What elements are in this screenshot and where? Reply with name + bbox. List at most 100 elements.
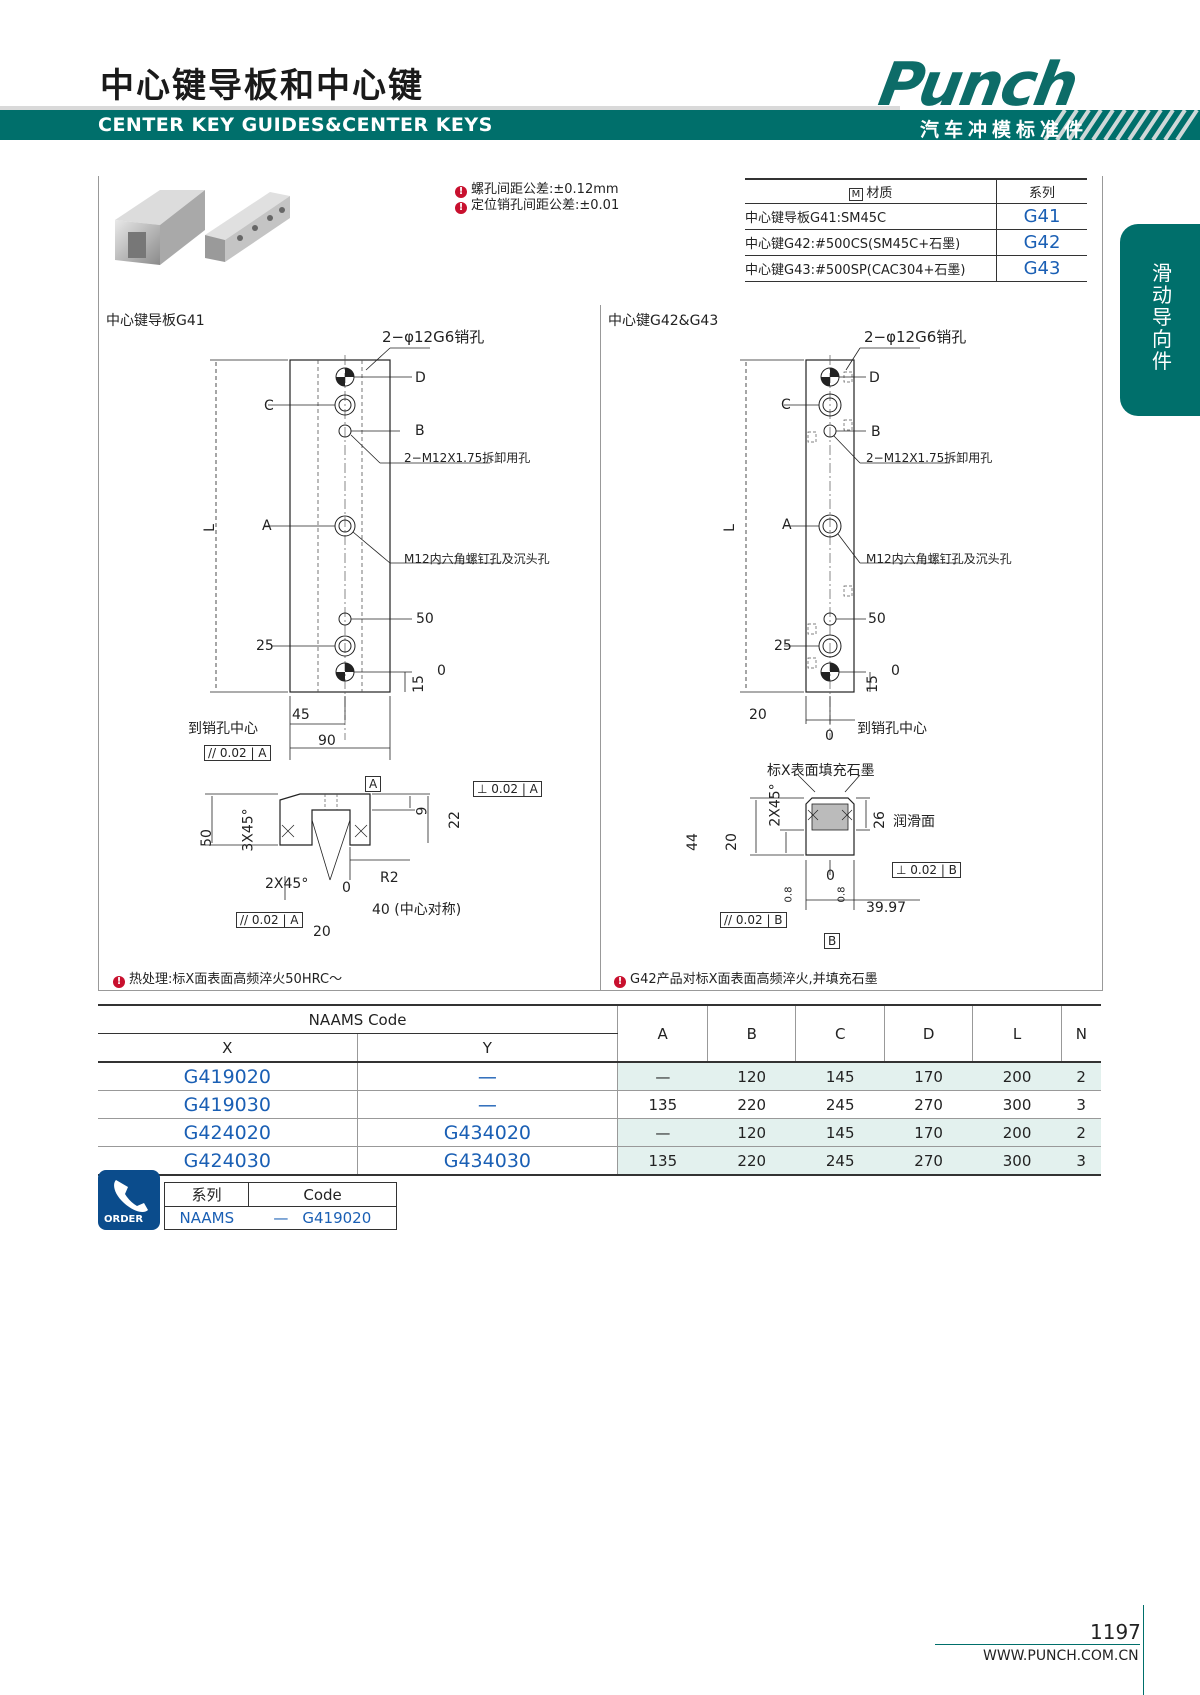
right-dim-20: 20 (749, 707, 767, 723)
dim-0-center: 0 (342, 880, 351, 896)
dim-15: 15 (410, 675, 427, 693)
right-perp-tolerance: ⊥ 0.02 | B (892, 862, 961, 878)
dim-letter-a: A (262, 518, 272, 534)
naams-code-table: NAAMS Code A B C D L N X Y G419020 — — 1… (98, 1004, 1101, 1176)
left-tap-hole-label: 2−M12X1.75拆卸用孔 (404, 451, 531, 465)
dim-letter-c: C (264, 398, 274, 414)
roughness-right: 0.8 (836, 886, 848, 903)
footer-url[interactable]: WWW.PUNCH.COM.CN (983, 1648, 1139, 1664)
series-header: 系列 (996, 178, 1087, 204)
right-dim-letter-a: A (782, 517, 792, 533)
dim-50: 50 (416, 611, 434, 627)
right-dim-0-center: 0 (826, 868, 835, 884)
left-parallel-tolerance: // 0.02 | A (204, 745, 271, 761)
left-perp-tolerance: ⊥ 0.02 | A (473, 781, 542, 797)
dim-90: 90 (318, 733, 336, 749)
right-to-pin-center: 到销孔中心 (857, 721, 927, 737)
page-number: 1197 (1090, 1620, 1141, 1644)
col-x: X (98, 1033, 358, 1062)
page-subtitle: CENTER KEY GUIDES&CENTER KEYS (98, 114, 493, 136)
right-dim-15: 15 (864, 675, 881, 693)
col-l: L (972, 1005, 1062, 1062)
order-phone-icon[interactable] (98, 1170, 160, 1230)
col-d: D (884, 1005, 974, 1062)
left-heat-treatment-note: !热处理:标X面表面高频淬火50HRC～ (113, 968, 342, 988)
product-photo (115, 190, 290, 265)
right-graphite-note: !G42产品对标X面表面高频淬火,并填充石墨 (614, 968, 878, 988)
left-drawing-label: 中心键导板G41 (106, 313, 205, 329)
warning-icon: ! (113, 976, 125, 988)
dim-45: 45 (292, 707, 310, 723)
header-band-light (0, 106, 900, 110)
left-bolt-hole-label: M12内六角螺钉孔及沉头孔 (404, 552, 550, 566)
dim-chamfer-2x45: 2X45° (265, 876, 309, 892)
lubrication-surface-label: 润滑面 (893, 814, 935, 830)
right-dim-50: 50 (868, 611, 886, 627)
footer-line (935, 1644, 1140, 1645)
roughness-left: 0.8 (783, 886, 795, 903)
left-parallel-tolerance-2: // 0.02 | A (236, 912, 303, 928)
right-dim-chamfer: 2X45° (767, 783, 784, 827)
order-col-series: 系列 (163, 1182, 250, 1207)
right-dim-44: 44 (684, 833, 701, 851)
table-row: G419020 — — 120 145 170 200 2 (98, 1062, 1101, 1091)
col-c: C (795, 1005, 885, 1062)
datum-b-box: B (824, 933, 841, 949)
dim-40-center: 40 (中心对称) (372, 902, 462, 918)
col-n: N (1075, 1024, 1087, 1043)
warning-icon: ! (614, 976, 626, 988)
datum-a-box: A (365, 776, 382, 792)
right-dim-20-height: 20 (723, 833, 740, 851)
order-col-code: Code (248, 1182, 397, 1207)
right-dim-0: 0 (891, 663, 900, 679)
surface-graphite-note: 标X表面填充石墨 (767, 763, 875, 779)
stripe-decoration (1043, 110, 1199, 140)
dim-chamfer-3x45: 3X45° (240, 808, 257, 852)
dim-25: 25 (256, 638, 274, 654)
note-pin-tolerance: !定位销孔间距公差:±0.01 (455, 194, 619, 214)
right-dim-26: 26 (871, 811, 888, 829)
brand-logo: Punch (873, 50, 1082, 120)
right-dim-letter-l: L (721, 524, 738, 532)
material-row: 中心键G43:#500SP(CAC304+石墨) G43 (745, 255, 1087, 282)
order-series-value: NAAMS (163, 1206, 249, 1230)
right-dim-25: 25 (774, 638, 792, 654)
table-row: G424020 G434020 — 120 145 170 200 2 (98, 1118, 1101, 1147)
dim-letter-l: L (201, 524, 218, 532)
footer-vertical-line (1143, 1605, 1144, 1695)
header-band (0, 110, 1200, 140)
side-category-tab[interactable] (1120, 224, 1200, 416)
right-tap-hole-label: 2−M12X1.75拆卸用孔 (866, 451, 993, 465)
dim-letter-b: B (415, 423, 425, 439)
col-a: A (617, 1005, 709, 1062)
drawing-divider (600, 305, 601, 990)
order-code-value: —G419020 (248, 1206, 397, 1230)
dim-letter-d: D (415, 370, 426, 386)
right-dim-letter-b: B (871, 424, 881, 440)
right-dim-letter-d: D (869, 370, 880, 386)
dim-r2: R2 (380, 870, 399, 886)
brand-logo-sub: 汽车冲模标准件 (920, 119, 1089, 141)
order-example-table: 系列 Code NAAMS —G419020 (163, 1182, 397, 1230)
right-pin-hole-label: 2−φ12G6销孔 (864, 328, 967, 346)
warning-icon: ! (455, 202, 467, 214)
drawing-frame (98, 176, 1103, 991)
right-parallel-tolerance: // 0.02 | B (720, 912, 787, 928)
col-y: Y (357, 1033, 619, 1062)
warning-icon: ! (455, 186, 467, 198)
left-drawing (205, 347, 500, 900)
naams-code-header: NAAMS Code (98, 1005, 619, 1034)
right-dim-letter-c: C (781, 397, 791, 413)
material-row: 中心键G42:#500CS(SM45C+石墨) G42 (745, 229, 1087, 256)
table-row: G424030 G434030 135 220 245 270 300 3 (98, 1146, 1101, 1175)
side-category-label: 滑动导向件 (1152, 261, 1172, 373)
left-pin-hole-label: 2−φ12G6销孔 (382, 328, 485, 346)
right-drawing (740, 347, 960, 910)
dim-height-50: 50 (198, 829, 215, 847)
dim-22: 22 (446, 811, 463, 829)
phone-icon (114, 1180, 148, 1212)
note-thread-tolerance: !螺孔间距公差:±0.12mm (455, 178, 619, 198)
left-to-pin-center: 到销孔中心 (188, 721, 258, 737)
